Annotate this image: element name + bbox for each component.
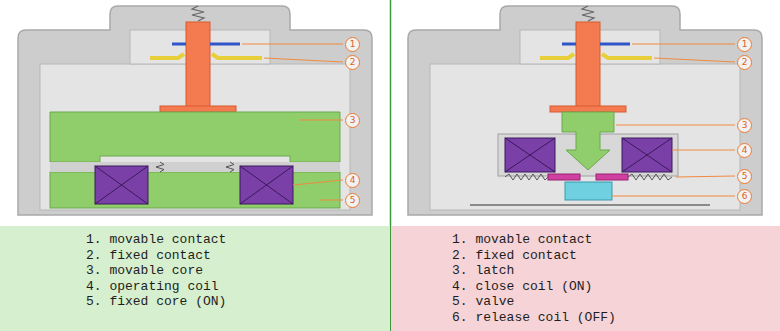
contactor-left bbox=[18, 6, 372, 215]
legend-band: 1. movable contact2. fixed contact3. lat… bbox=[392, 226, 780, 331]
part-name: 5. fixed core (ON) bbox=[86, 294, 390, 310]
callout-number: 1 bbox=[345, 37, 360, 52]
callout-number: 6 bbox=[737, 189, 752, 204]
callout-number: 4 bbox=[345, 173, 360, 188]
contactor-right bbox=[408, 6, 762, 215]
callout-number: 3 bbox=[345, 113, 360, 128]
leader-lines bbox=[242, 44, 343, 200]
part-name: 4. operating coil bbox=[86, 279, 390, 295]
part-name: 4. close coil (ON) bbox=[452, 279, 780, 295]
part-name: 2. fixed contact bbox=[86, 248, 390, 264]
part-name: 1. movable contact bbox=[86, 232, 390, 248]
part-name: 5. valve bbox=[452, 294, 780, 310]
callout-number: 5 bbox=[737, 169, 752, 184]
part-name: 3. movable core bbox=[86, 263, 390, 279]
callout-number: 2 bbox=[737, 55, 752, 70]
part-name: 3. latch bbox=[452, 263, 780, 279]
callout-number: 2 bbox=[345, 55, 360, 70]
legend-band: 1. movable contact2. fixed contact3. mov… bbox=[0, 226, 390, 331]
callout-number: 3 bbox=[737, 118, 752, 133]
callout-number: 4 bbox=[737, 143, 752, 158]
part-name: 2. fixed contact bbox=[452, 248, 780, 264]
leader-lines bbox=[612, 44, 735, 196]
callout-number: 5 bbox=[345, 193, 360, 208]
part-name: 6. release coil (OFF) bbox=[452, 310, 780, 326]
part-name: 1. movable contact bbox=[452, 232, 780, 248]
callout-number: 1 bbox=[737, 37, 752, 52]
